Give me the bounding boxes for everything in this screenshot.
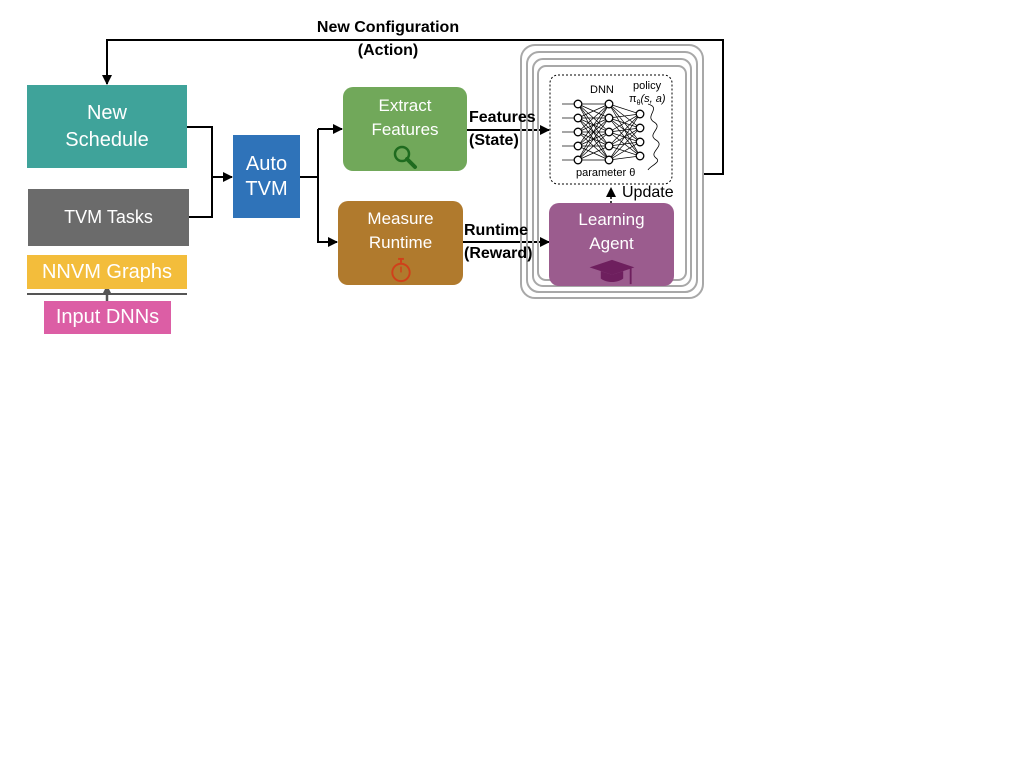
input-dnns-label: Input DNNs <box>55 306 160 328</box>
magnifier-icon <box>393 145 417 169</box>
stopwatch-icon <box>390 257 411 283</box>
policy-subscript: θ <box>636 100 641 108</box>
features-edge-label-line1: Features <box>469 109 536 126</box>
new-schedule-box: New Schedule <box>27 85 187 168</box>
schedule-to-autotvm-line <box>187 126 213 218</box>
extract-features-label-line2: Features <box>371 120 439 139</box>
new-schedule-label-line1: New <box>86 101 127 124</box>
tvm-tasks-box: TVM Tasks <box>28 189 189 246</box>
agent-frame-inner1 <box>532 58 692 287</box>
action-label-line1: New Configuration <box>316 19 460 36</box>
parameter-label: parameter θ <box>576 167 636 179</box>
agent-frame-outer <box>520 44 704 299</box>
policy-symbol: π <box>629 93 637 105</box>
extract-features-box: Extract Features <box>343 87 467 171</box>
agent-frame-mid <box>526 51 698 293</box>
learning-agent-label-line2: Agent <box>589 234 634 253</box>
tvm-tasks-label: TVM Tasks <box>64 207 153 227</box>
autotvm-box: Auto TVM <box>233 135 300 218</box>
learning-agent-label-line1: Learning <box>578 210 645 229</box>
autotvm-to-measure-arrow <box>317 177 338 247</box>
extract-features-label-line1: Extract <box>378 96 432 115</box>
graduation-cap-icon <box>589 259 634 285</box>
policy-args: (s, a) <box>640 93 666 105</box>
new-schedule-label-line2: Schedule <box>65 128 149 151</box>
learning-agent-box: Learning Agent <box>549 203 674 286</box>
update-label: Update <box>622 184 674 201</box>
measure-runtime-box: Measure Runtime <box>338 201 463 285</box>
nnvm-graphs-box: NNVM Graphs <box>27 255 187 289</box>
autotvm-label-line1: Auto <box>245 152 288 175</box>
input-dnns-box: Input DNNs <box>44 301 171 334</box>
neural-network <box>562 103 641 161</box>
action-label-line2: (Action) <box>357 42 419 59</box>
dnn-title: DNN <box>590 84 614 96</box>
measure-runtime-label-line1: Measure <box>367 209 434 228</box>
autotvm-label-line2: TVM <box>245 177 288 200</box>
features-edge-label-line2: (State) <box>469 132 519 149</box>
action-feedback-arrow <box>102 39 724 175</box>
runtime-edge-label-line1: Runtime <box>464 222 528 239</box>
runtime-edge-label-line2: (Reward) <box>464 245 533 262</box>
policy-distribution-curve <box>647 103 660 171</box>
policy-title: policy <box>633 80 662 92</box>
policy-function: πθ(s, a) <box>629 93 666 107</box>
nnvm-graphs-label: NNVM Graphs <box>41 260 173 283</box>
autotvm-split-line <box>300 129 319 178</box>
neural-network-nodes <box>573 99 645 165</box>
measure-runtime-label-line2: Runtime <box>368 233 433 252</box>
